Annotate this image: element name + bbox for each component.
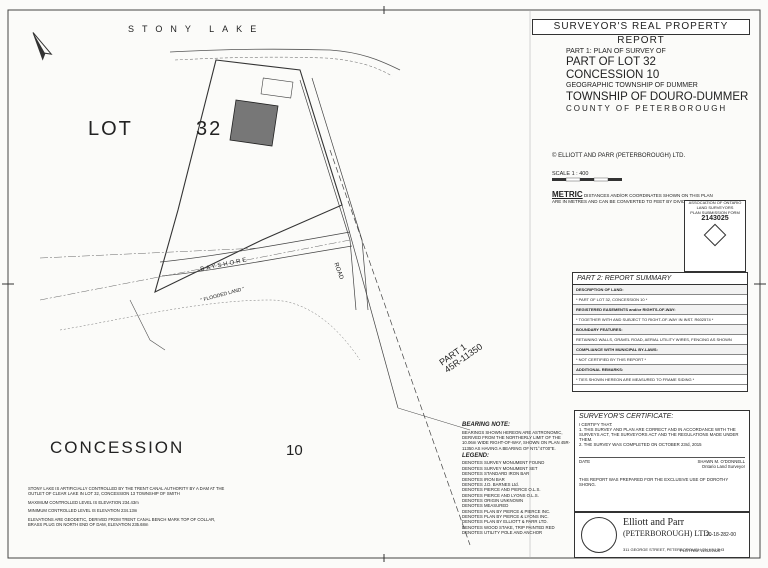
summary-row-label: BOUNDARY FEATURES: [573, 325, 747, 335]
plotted-date: PLOTTED: 11/12/2020 [680, 548, 721, 553]
summary-row-value: * TIES SHOWN HEREON ARE MEASURED TO FRAM… [573, 375, 747, 385]
lot-line: PART OF LOT 32 [566, 56, 656, 69]
legend-title: LEGEND: [462, 452, 489, 459]
summary-row-label: ADDITIONAL REMARKS: [573, 365, 747, 375]
sheet-title: SURVEYOR'S REAL PROPERTY REPORT [532, 19, 750, 46]
hydro-line [39, 239, 351, 301]
concession-label: CONCESSION [50, 438, 185, 457]
metric-label: METRIC [552, 190, 583, 199]
company-block: Elliott and Parr (PETERBOROUGH) LTD. 311… [574, 512, 750, 558]
legend-item: DENOTES PIERCE AND PIERCE O.L.S. [462, 487, 541, 493]
lot-number-label: 32 [196, 118, 223, 140]
part-line: PART 1: PLAN OF SURVEY OF [566, 48, 666, 55]
summary-row-label: DESCRIPTION OF LAND: [573, 285, 747, 295]
lake-label: STONY LAKE [128, 24, 265, 34]
county-line: COUNTY OF PETERBOROUGH [566, 103, 728, 113]
cert-note: THIS REPORT WAS PREPARED FOR THE EXCLUSI… [579, 477, 729, 487]
summary-row-label: REGISTERED EASEMENTS and/or RIGHTS-OF-WA… [573, 305, 747, 315]
seal-line2: PLAN SUBMISSION FORM [690, 209, 740, 215]
fence-line [129, 299, 166, 351]
aols-seal: ASSOCIATION OF ONTARIO LAND SURVEYORS PL… [684, 200, 746, 272]
legend-item: DENOTES UTILITY POLE AND ANCHOR [462, 530, 543, 536]
cert-title: SURVEYOR'S CERTIFICATE: [579, 413, 674, 420]
summary-row-label: COMPLIANCE WITH MUNICIPAL BY-LAWS: [573, 345, 747, 355]
concession-number-label: 10 [286, 442, 303, 459]
legend-item: DENOTES PLAN BY PIERCE & LYONS INC. [462, 514, 549, 520]
company-logo-icon [581, 517, 617, 553]
company-name-line2: (PETERBOROUGH) LTD. [623, 529, 712, 538]
legend-item: DENOTES WOOD STAKE, TRIP PAINTED RED [462, 524, 555, 530]
seal-emblem-icon [703, 223, 727, 247]
lot-label: LOT [88, 118, 133, 140]
legend-item: DENOTES PLAN BY ELLIOTT & PARR LTD. [462, 519, 548, 525]
lot-line-parcel [341, 204, 399, 409]
bearing-note: BEARING NOTE: BEARINGS SHOWN HEREON ARE … [462, 422, 572, 536]
metric-note: METRIC DISTANCES AND/OR COORDINATES SHOW… [552, 190, 722, 204]
shoreline [169, 48, 401, 71]
seal-number: 2143025 [701, 215, 729, 223]
elevation-note: ELEVATIONS ARE GEODETIC, DERIVED FROM TR… [28, 516, 216, 528]
property-parcel [154, 59, 343, 294]
metric-text: DISTANCES AND/OR COORDINATES SHOWN ON TH… [552, 193, 717, 204]
bayshore-road [159, 231, 351, 263]
elevation-note: MINIMUM CONTROLLED LEVEL IS ELEVATION 23… [28, 508, 138, 514]
seal-line1: ASSOCIATION OF ONTARIO LAND SURVEYORS [688, 200, 742, 210]
cert-line3: 2. THE SURVEY WAS COMPLETED ON OCTOBER 2… [579, 442, 702, 447]
summary-row-value: * NOT CERTIFIED BY THIS REPORT * [573, 355, 747, 365]
bayshore-road-2 [161, 245, 353, 277]
part-number: 20-18-282-00 [706, 532, 737, 538]
lot-line-east [329, 149, 471, 546]
elevation-notes: STONY LAKE IS ARTIFICIALLY CONTROLLED BY… [28, 486, 228, 531]
summary-row-value: RETAINING WALLS, GRAVEL ROAD, AERIAL UTI… [573, 335, 747, 345]
copyright-text: © ELLIOTT AND PARR (PETERBOROUGH) LTD. [552, 153, 686, 159]
bearing-text: BEARINGS SHOWN HEREON ARE ASTRONOMIC, DE… [462, 429, 571, 451]
company-name: Elliott and Parr (PETERBOROUGH) LTD. [623, 517, 711, 539]
cert-date-label: DATE [579, 459, 591, 464]
elevation-note: STONY LAKE IS ARTIFICIALLY CONTROLLED BY… [28, 486, 225, 497]
control-level-line [174, 56, 393, 77]
legend-item: DENOTES SURVEY MONUMENT FOUND [462, 460, 545, 466]
hydro-line-2 [39, 247, 261, 259]
north-arrow-icon [32, 32, 53, 61]
company-address: 311 GEORGE STREET, PETERBOROUGH ON K9J 3… [623, 547, 725, 552]
cottage-building [229, 99, 279, 147]
concession-line: CONCESSION 10 [566, 69, 660, 82]
summary-title: PART 2: REPORT SUMMARY [573, 273, 747, 285]
cert-surveyor-title: Ontario Land Surveyor [701, 464, 745, 469]
company-name-line1: Elliott and Parr [623, 517, 685, 528]
legend-item: DENOTES ORIGIN UNKNOWN [462, 497, 524, 503]
scale-text: SCALE 1 : 400 [552, 171, 589, 177]
surveyor-certificate: SURVEYOR'S CERTIFICATE: I CERTIFY THAT: … [574, 410, 750, 512]
legend-item: DENOTES MEASURED [462, 503, 509, 509]
elevation-note: MAXIMUM CONTROLLED LEVEL IS ELEVATION 23… [28, 499, 139, 505]
scale-bar [552, 177, 622, 182]
geo-township-line: GEOGRAPHIC TOWNSHIP OF DUMMER [566, 82, 698, 90]
bearing-title: BEARING NOTE: [462, 422, 510, 428]
right-of-way [299, 79, 357, 311]
deck [260, 77, 294, 99]
legend-item: DENOTES PIERCE AND LYONS O.L.S. [462, 492, 539, 498]
title-block: PART 1: PLAN OF SURVEY OF PART OF LOT 32… [566, 48, 756, 113]
flooded-land-boundary [59, 299, 361, 361]
summary-row-value: * PART OF LOT 32, CONCESSION 10 * [573, 295, 747, 305]
report-summary: PART 2: REPORT SUMMARY DESCRIPTION OF LA… [572, 272, 748, 392]
cert-line1: I CERTIFY THAT: [579, 422, 613, 427]
legend-item: DENOTES J.D. BARNES Ltd. [462, 481, 519, 487]
legend-item: DENOTES PLAN BY PIERCE & PIERCE INC. [462, 508, 551, 514]
legend-item: DENOTES SURVEY MONUMENT SET [462, 465, 538, 471]
cert-line2: 1. THIS SURVEY AND PLAN ARE CORRECT AND … [579, 427, 739, 442]
township-line: TOWNSHIP OF DOURO-DUMMER [566, 90, 749, 103]
legend-item: DENOTES STANDARD IRON BAR [462, 471, 530, 477]
legend-item: DENOTES IRON BAR [462, 476, 505, 482]
tie-line [397, 407, 471, 431]
cert-surveyor: SHAWN M. O'DONNELL [697, 459, 745, 464]
summary-row-value: * TOGETHER WITH AND SUBJECT TO RIGHT-OF-… [573, 315, 747, 325]
